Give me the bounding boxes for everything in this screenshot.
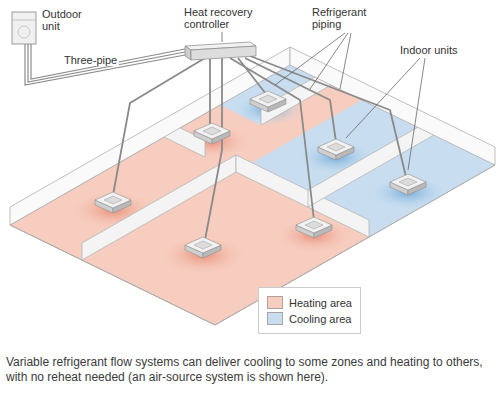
legend-text: Cooling area (289, 313, 351, 325)
callout-label: Three-pipe (62, 54, 119, 66)
callout-label: Refrigerant piping (310, 6, 392, 30)
legend-swatch (267, 312, 283, 325)
caption: Variable refrigerant flow systems can de… (6, 355, 492, 385)
callout-label: Heat recovery controller (182, 6, 270, 30)
legend-box: Heating areaCooling area (258, 287, 361, 334)
legend-row: Heating area (267, 296, 352, 309)
legend-row: Cooling area (267, 312, 352, 325)
legend-swatch (267, 296, 283, 309)
callout-label: Outdoor unit (40, 8, 90, 32)
legend-text: Heating area (289, 297, 352, 309)
callout-label: Indoor units (398, 44, 459, 56)
